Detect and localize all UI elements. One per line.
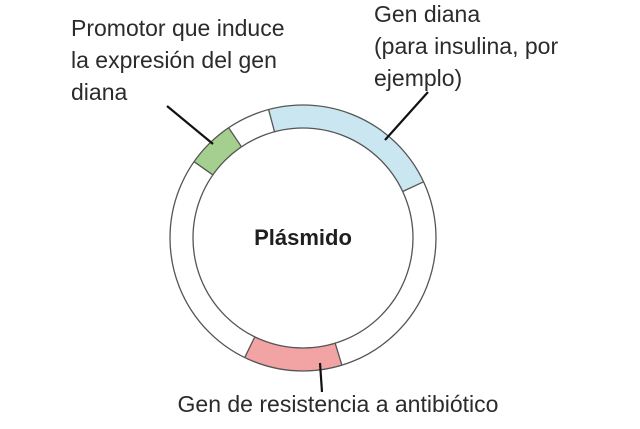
resistance-gene-label: Gen de resistencia a antibiótico: [178, 391, 499, 417]
segment-divider: [402, 181, 424, 193]
segment-dividers: [193, 109, 424, 366]
segment-divider: [228, 127, 243, 148]
target-gene-label: Gen diana (para insulina, por ejemplo): [374, 1, 565, 91]
promoter-label-line: diana: [71, 79, 127, 105]
resistance-gene-segment: [244, 336, 342, 372]
promoter-label: Promotor que induce la expresión del gen…: [71, 15, 291, 105]
promoter-leader-line: [166, 105, 214, 145]
segment-divider: [193, 161, 214, 176]
plasmid-inner-edge: [192, 127, 414, 349]
plasmid-outer-edge: [169, 104, 437, 372]
target-gene-label-line: Gen diana: [374, 1, 480, 27]
promoter-label-line: Promotor que induce: [71, 15, 285, 41]
resistance-gene-leader-line: [318, 362, 324, 393]
target-gene-leader-line: [384, 91, 429, 141]
segment-divider: [244, 336, 256, 358]
segment-divider: [267, 109, 276, 132]
target-gene-label-line: ejemplo): [374, 65, 462, 91]
promoter-segment: [194, 127, 242, 175]
target-gene-segment: [268, 104, 424, 192]
segment-divider: [334, 342, 343, 366]
promoter-label-line: la expresión del gen: [71, 47, 277, 73]
plasmid-center-label: Plásmido: [254, 225, 352, 250]
target-gene-label-line: (para insulina, por: [374, 33, 558, 59]
